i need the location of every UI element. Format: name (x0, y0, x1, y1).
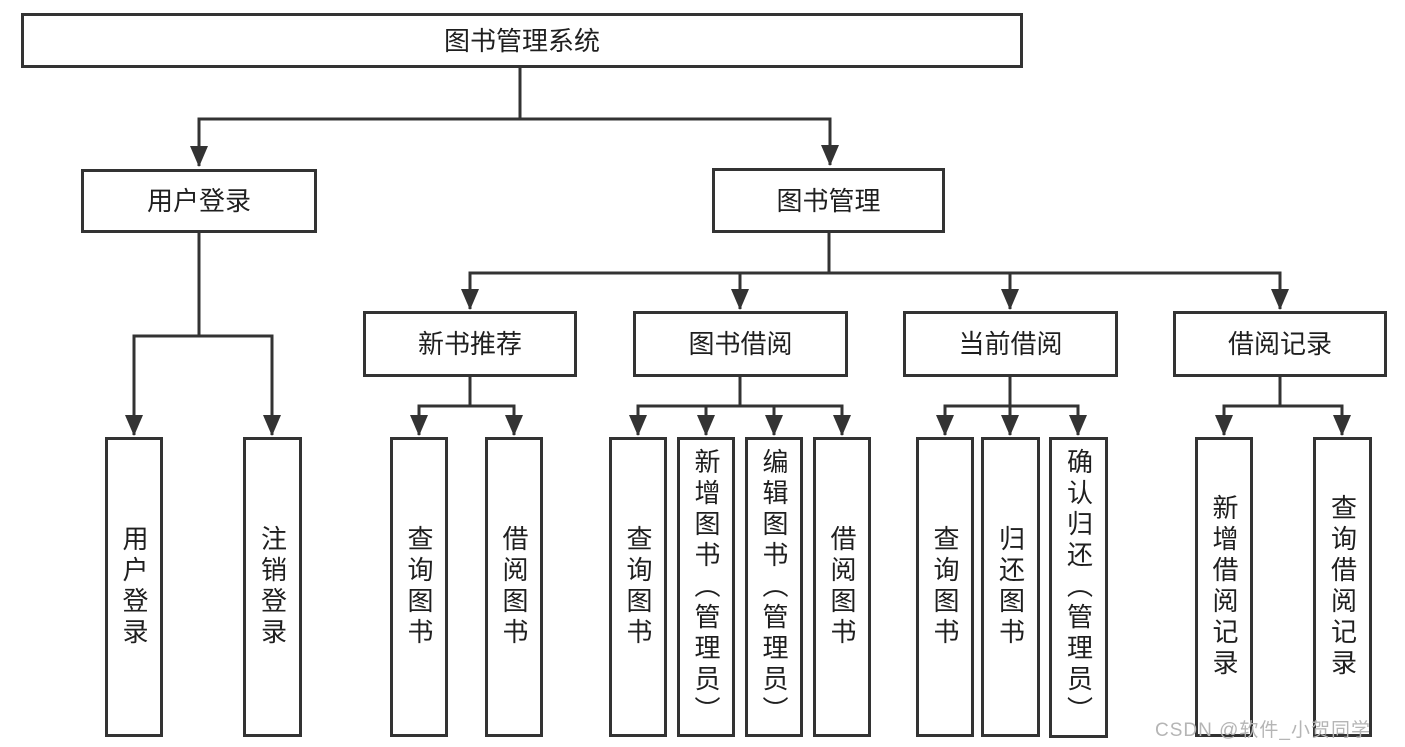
node-current-borrow: 当前借阅 (903, 311, 1118, 377)
node-book-management: 图书管理 (712, 168, 945, 233)
node-new-book-recommend: 新书推荐 (363, 311, 577, 377)
leaf-logout: 注销登录 (243, 437, 302, 737)
leaf-current-return: 归还图书 (981, 437, 1040, 737)
leaf-borrow-borrow: 借阅图书 (813, 437, 871, 737)
leaf-records-query: 查询借阅记录 (1313, 437, 1372, 737)
leaf-borrow-edit-admin: 编辑图书（管理员） (745, 437, 803, 737)
node-user-login: 用户登录 (81, 169, 317, 233)
leaf-borrow-query: 查询图书 (609, 437, 667, 737)
node-book-borrow: 图书借阅 (633, 311, 848, 377)
leaf-records-add: 新增借阅记录 (1195, 437, 1253, 737)
leaf-borrow-add-admin: 新增图书（管理员） (677, 437, 735, 737)
edge-group (125, 66, 1351, 436)
node-borrow-records: 借阅记录 (1173, 311, 1387, 377)
leaf-newbook-query: 查询图书 (390, 437, 448, 737)
leaf-newbook-borrow: 借阅图书 (485, 437, 543, 737)
leaf-current-query: 查询图书 (916, 437, 974, 737)
csdn-watermark: CSDN @软件_小贺同学 (1155, 720, 1371, 741)
node-root: 图书管理系统 (21, 13, 1023, 68)
leaf-user-login: 用户登录 (105, 437, 163, 737)
leaf-current-confirm-admin: 确认归还（管理员） (1049, 437, 1108, 738)
